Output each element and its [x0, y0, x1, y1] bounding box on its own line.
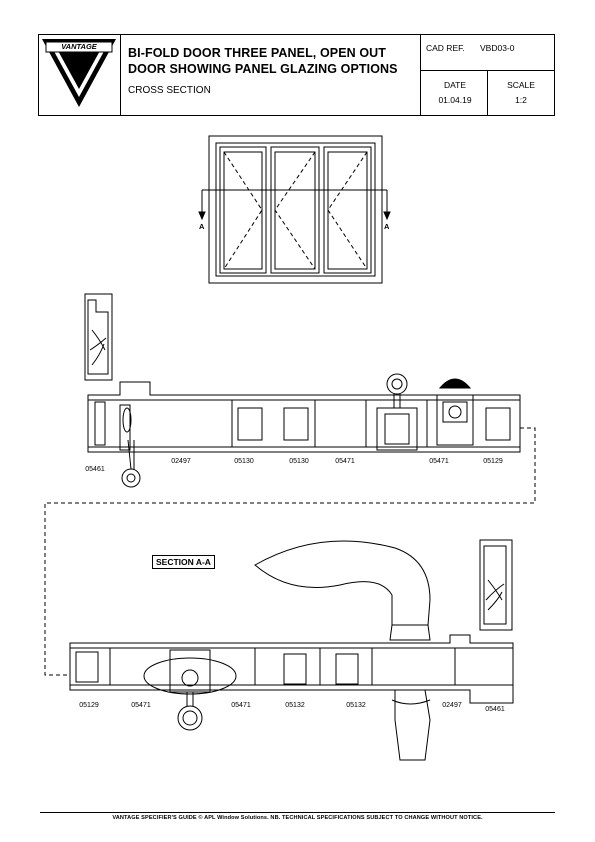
- logo-text: VANTAGE: [61, 42, 97, 51]
- title-block: [38, 34, 555, 116]
- part-code: 05132: [346, 702, 366, 709]
- date-value: 01.04.19: [438, 95, 472, 105]
- part-code: 05471: [429, 458, 449, 465]
- part-code: 05461: [85, 466, 105, 473]
- part-code: 05471: [335, 458, 355, 465]
- part-code: 05130: [289, 458, 309, 465]
- footer-disclaimer: VANTAGE SPECIFIER'S GUIDE © APL Window S…: [40, 812, 555, 821]
- wall-detail-top: [84, 293, 113, 381]
- drawing-subtitle: CROSS SECTION: [128, 85, 211, 96]
- title-divider-ref: [420, 34, 421, 115]
- section-title: SECTION A-A: [152, 555, 215, 569]
- title-divider-scale: [487, 70, 488, 115]
- date-label: DATE: [443, 80, 467, 90]
- cad-ref-label: CAD REF.: [426, 43, 465, 53]
- section-marker-right: A: [384, 222, 390, 231]
- drawing-title-line2: DOOR SHOWING PANEL GLAZING OPTIONS: [128, 62, 398, 76]
- lever-handle: [254, 540, 431, 761]
- scale-label: SCALE: [507, 80, 535, 90]
- part-code: 05130: [234, 458, 254, 465]
- part-code: 05132: [285, 702, 305, 709]
- connector-dashed: [44, 427, 536, 676]
- part-code: 05129: [483, 458, 503, 465]
- section-top-row: [87, 373, 521, 488]
- drawing-title-line1: BI-FOLD DOOR THREE PANEL, OPEN OUT: [128, 46, 387, 60]
- part-code: 02497: [171, 458, 191, 465]
- part-code: 05471: [231, 702, 251, 709]
- section-marker-left: A: [199, 222, 205, 231]
- part-code: 05461: [485, 706, 505, 713]
- section-bottom-row: [69, 634, 514, 731]
- wall-detail-right: [479, 539, 513, 631]
- scale-value: 1:2: [515, 95, 527, 105]
- part-code: 02497: [442, 702, 462, 709]
- cad-ref-value: VBD03-0: [480, 43, 515, 53]
- vantage-logo: VANTAGE: [40, 37, 118, 111]
- title-divider-logo: [120, 34, 121, 115]
- part-code: 05129: [79, 702, 99, 709]
- door-elevation: [198, 135, 391, 284]
- part-code: 05471: [131, 702, 151, 709]
